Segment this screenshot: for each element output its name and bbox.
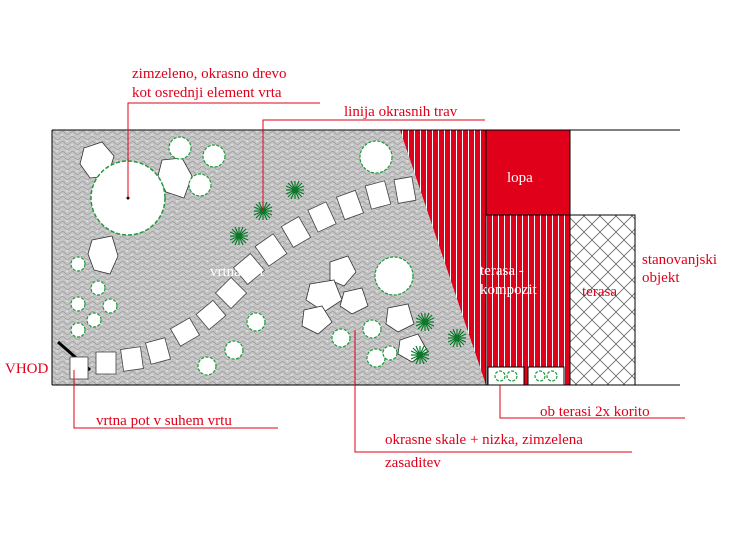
label-evergreen-tree-line1: zimzeleno, okrasno drevo [132,66,287,82]
leader-grass-line [262,119,485,211]
shrubs [70,136,414,376]
label-grass-line: linija okrasnih trav [344,104,458,120]
leader-dry-garden-path [73,370,278,429]
planter-boxes [487,366,565,386]
label-rocks-line1: okrasne skale + nizka, zimzelena [385,432,583,448]
label-terrace-composite-line1: terasa - [480,263,524,279]
label-terrace: terasa [582,284,617,300]
leader-evergreen-tree [127,102,320,198]
label-shed: lopa [507,170,533,186]
terrace-composite-area [400,130,570,385]
stepping-stones [69,176,417,380]
label-evergreen-tree-line2: kot osrednji element vrta [132,85,282,101]
leader-rocks [354,330,632,453]
label-planters: ob terasi 2x korito [540,404,650,420]
leader-planters [499,385,685,419]
label-rocks-line2: zasaditev [385,455,441,471]
label-residential-line1: stanovanjski [642,252,717,268]
terrace-area [569,214,636,386]
shed-area [486,130,570,215]
label-entrance: VHOD [5,361,48,377]
label-terrace-composite-line2: kompozit [480,282,537,298]
gravel-strip [52,130,63,385]
label-residential-line2: objekt [642,270,680,286]
label-garden-path: vrtna pot [210,264,265,280]
label-dry-garden-path: vrtna pot v suhem vrtu [96,413,232,429]
